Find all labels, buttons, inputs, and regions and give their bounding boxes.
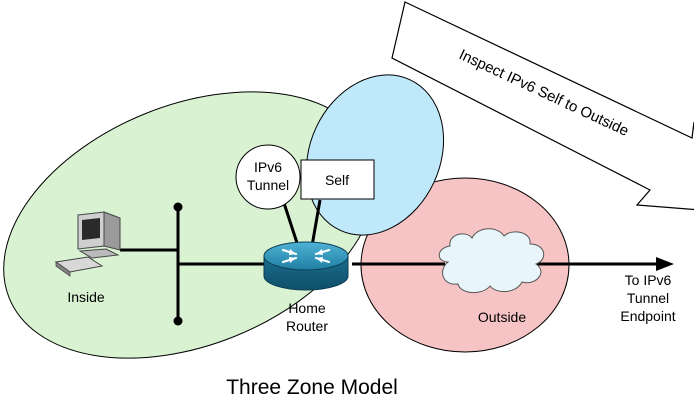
tunnel-label-line2: Tunnel xyxy=(247,177,289,193)
endpoint-label-line2: Tunnel xyxy=(627,290,669,306)
endpoint-arrowhead xyxy=(656,257,674,271)
router-label-line2: Router xyxy=(286,318,328,334)
self-box xyxy=(300,159,375,200)
endpoint-label-line3: Endpoint xyxy=(620,308,675,324)
tunnel-label-line1: IPv6 xyxy=(254,159,282,175)
outside-label: Outside xyxy=(478,309,526,325)
ipv6-tunnel-node xyxy=(235,144,301,210)
inside-label: Inside xyxy=(67,289,105,305)
diagram-title: Three Zone Model xyxy=(226,376,398,399)
router-label-line1: Home xyxy=(288,300,326,316)
network-links xyxy=(120,199,660,321)
self-label: Self xyxy=(325,172,349,188)
bus-node-bottom xyxy=(173,316,183,326)
inspect-arrow: Inspect IPv6 Self to Outside xyxy=(391,1,694,211)
router-icon xyxy=(263,241,349,291)
bus-node-top xyxy=(173,202,183,212)
computer-icon xyxy=(54,211,121,277)
endpoint-label-line1: To IPv6 xyxy=(625,272,672,288)
internet-cloud-icon xyxy=(438,228,545,293)
